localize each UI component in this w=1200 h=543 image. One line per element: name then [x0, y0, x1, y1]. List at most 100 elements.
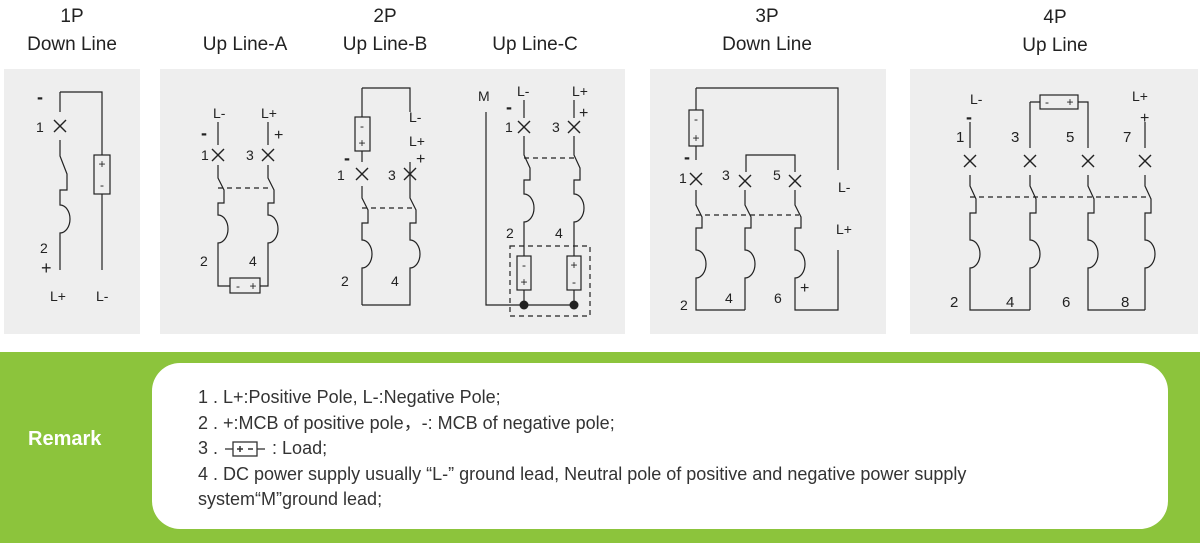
4p-pole4 [1144, 122, 1156, 310]
3p-num-5: 5 [773, 167, 781, 183]
2pc-load2-plus: + [570, 258, 577, 272]
2pa-plus: + [274, 127, 283, 144]
2pc-junction-2 [569, 300, 579, 310]
2pb-l-plus: L+ [409, 133, 425, 149]
remark-lines: 1 . L+:Positive Pole, L-:Negative Pole; … [198, 385, 966, 513]
4p-num-3: 3 [1011, 129, 1019, 146]
3p-load-plus: + [692, 131, 699, 145]
4p-num-6: 6 [1062, 294, 1070, 311]
2pb-num-4: 4 [391, 273, 399, 289]
4p-l-minus: L- [970, 91, 983, 107]
remark-line-4: 4 . DC power supply usually “L-” ground … [198, 463, 967, 484]
2pa-minus: - [201, 123, 207, 143]
2pc-m: M [478, 88, 490, 104]
header-2p-c-subtitle: Up Line-C [492, 34, 578, 55]
2pc-load1-plus: + [520, 275, 527, 289]
header-3p: 3P Down Line [712, 3, 822, 59]
2pc-l-minus: L- [517, 83, 530, 99]
2pb-plus: + [416, 151, 425, 168]
header-4p-subtitle: Up Line [1022, 35, 1088, 56]
2pa-l-minus: L- [213, 105, 226, 121]
2pa-num-2: 2 [200, 253, 208, 269]
remark-line-3: 3 . : Load; [198, 436, 966, 462]
2pb-pole2 [362, 162, 421, 306]
2pc-num-1: 1 [505, 119, 513, 135]
panel-1p [4, 69, 140, 334]
3p-load-box [688, 109, 704, 147]
4p-pole1 [969, 122, 1030, 311]
header-2p-b: 2P Up Line-B [330, 3, 440, 59]
4p-pole2 [1029, 101, 1041, 310]
remark-label: Remark [28, 428, 102, 450]
header-2p-a-subtitle: Up Line-A [202, 34, 288, 55]
2pb-num-3: 3 [388, 167, 396, 183]
2pc-junction-1 [519, 300, 529, 310]
3p-num-3: 3 [722, 167, 730, 183]
2pb-l-minus: L- [409, 109, 422, 125]
1p-l-minus: L- [96, 288, 109, 304]
1p-minus: - [37, 87, 43, 107]
remark-line-2: 2 . +:MCB of positive pole，-: MCB of neg… [198, 412, 615, 433]
2pc-m-line [485, 112, 574, 306]
2pb-load-minus: - [360, 119, 364, 133]
2pc-load-box-2 [566, 255, 582, 291]
3p-l-minus: L- [838, 179, 851, 195]
1p-num-2: 2 [40, 240, 48, 256]
header-2p-b-subtitle: Up Line-B [342, 34, 428, 55]
4p-load-minus: - [1045, 95, 1049, 109]
4p-num-2: 2 [950, 294, 958, 311]
2pa-num-1: 1 [201, 147, 209, 163]
4p-pole3 [1078, 101, 1145, 311]
1p-plus: + [41, 258, 52, 278]
header-1p: 1P Down Line [22, 3, 122, 59]
4p-num-7: 7 [1123, 129, 1131, 146]
header-4p: 4P Up Line [1000, 4, 1110, 60]
2pa-pole2 [260, 122, 279, 287]
1p-load-minus: - [100, 178, 104, 192]
1p-load-box [93, 154, 111, 195]
2pc-load-box-1 [516, 255, 532, 291]
2pc-l-plus: L+ [572, 83, 588, 99]
2pb-num-1: 1 [337, 167, 345, 183]
2pc-num-2: 2 [506, 225, 514, 241]
header-2p-title: 2P [373, 6, 397, 27]
header-2p-c: Up Line-C [480, 31, 590, 59]
4p-num-4: 4 [1006, 294, 1014, 311]
2pa-l-plus: L+ [261, 105, 277, 121]
1p-feed-line [60, 91, 103, 270]
header-1p-subtitle: Down Line [27, 34, 117, 55]
4p-load-plus: + [1066, 95, 1073, 109]
remark-box [152, 363, 1168, 529]
load-symbol-icon [225, 441, 266, 458]
wiring-diagrams: + - - + - + - + + - - + - + - 1 2 + L+ L… [36, 83, 1156, 317]
4p-num-8: 8 [1121, 294, 1129, 311]
2pb-load-plus: + [358, 136, 365, 150]
header-1p-title: 1P [60, 6, 84, 27]
4p-num-1: 1 [956, 129, 964, 146]
2pa-load-plus: + [249, 279, 256, 293]
3p-num-4: 4 [725, 290, 733, 306]
3p-pole1 [695, 87, 839, 311]
4p-plus: + [1140, 110, 1149, 127]
1p-load-plus: + [98, 157, 105, 171]
panel-2p [160, 69, 625, 334]
2pb-minus: - [344, 148, 350, 168]
3p-pole3 [745, 154, 839, 311]
header-3p-title: 3P [755, 6, 779, 27]
2pc-load2-minus: - [572, 275, 576, 289]
1p-num-1: 1 [36, 119, 44, 135]
remark-line-3-prefix: 3 . [198, 438, 219, 459]
remark-line-1: 1 . L+:Positive Pole, L-:Negative Pole; [198, 387, 501, 407]
4p-minus: - [966, 107, 972, 127]
3p-num-6: 6 [774, 290, 782, 306]
2pc-num-4: 4 [555, 225, 563, 241]
3p-minus: - [684, 147, 690, 167]
2pc-load1-minus: - [522, 258, 526, 272]
1p-l-plus: L+ [50, 288, 66, 304]
panel-4p [910, 69, 1198, 334]
3p-plus: + [800, 280, 809, 297]
2pa-pole1 [217, 122, 230, 287]
3p-num-2: 2 [680, 297, 688, 313]
2pc-plus: + [579, 105, 588, 122]
header-3p-subtitle: Down Line [722, 34, 812, 55]
